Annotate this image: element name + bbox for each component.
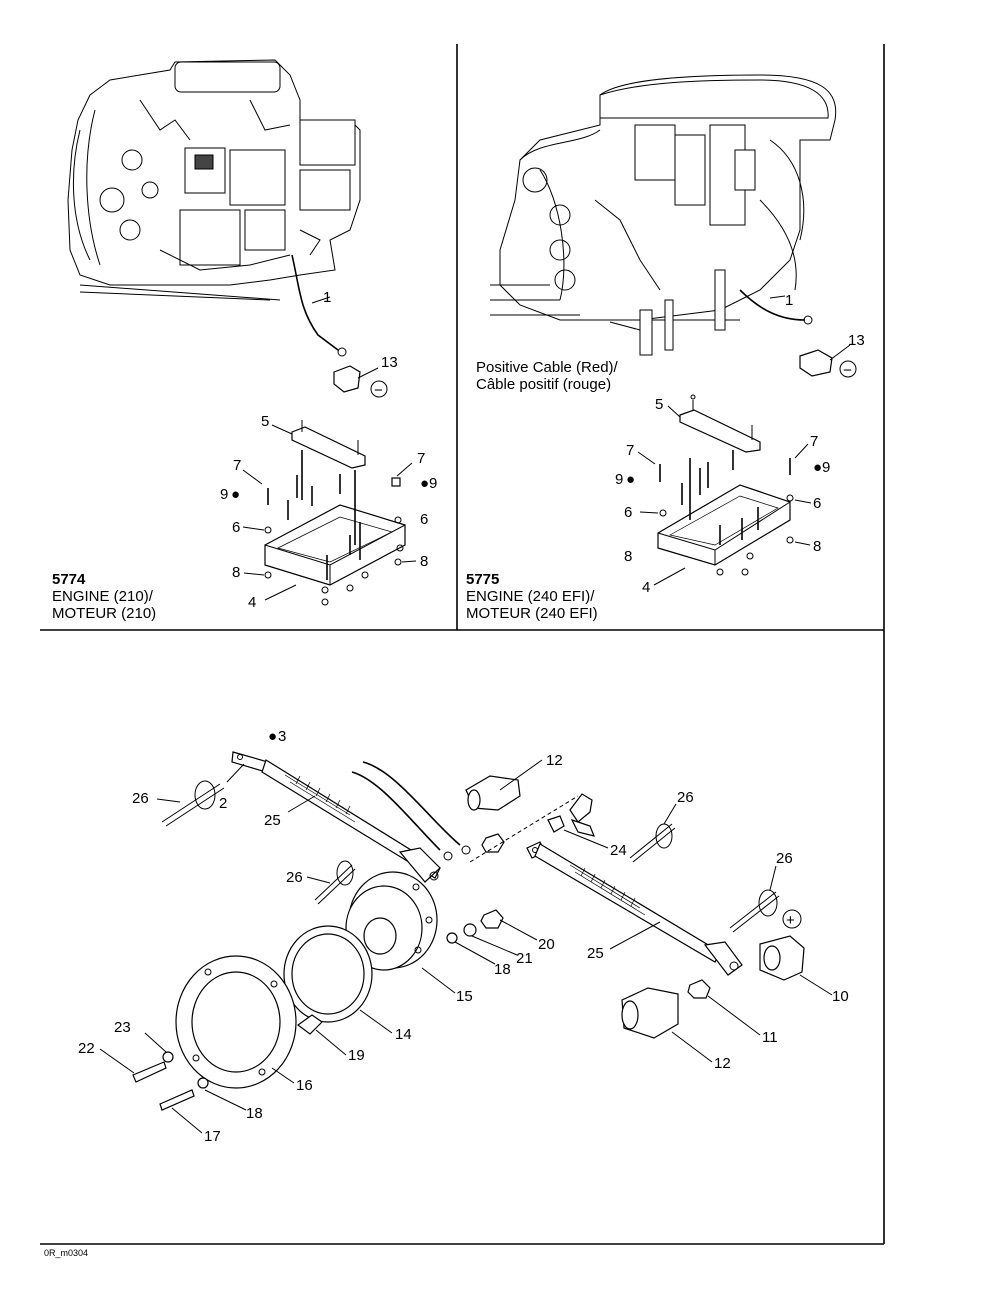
callout-9: 9	[429, 475, 437, 492]
positive-cable-label-fr: Câble positif (rouge)	[476, 376, 611, 393]
callout-25: 25	[587, 945, 604, 962]
callout-18: 18	[246, 1105, 263, 1122]
callout-4: 4	[642, 579, 650, 596]
callout-22: 22	[78, 1040, 95, 1057]
right-panel-labels: 1 13 − Positive Cable (Red)/ Câble posit…	[466, 292, 865, 622]
model-number-5775: 5775	[466, 571, 499, 588]
model-number-5774: 5774	[52, 571, 86, 588]
callout-6: 6	[232, 519, 240, 536]
sealant-drop-icon: ●	[231, 486, 240, 503]
callout-12: 12	[714, 1055, 731, 1072]
callout-7: 7	[810, 433, 818, 450]
sealant-drop-icon: ●	[626, 471, 635, 488]
battery-tray-210	[242, 420, 417, 606]
callout-26: 26	[286, 869, 303, 886]
callout-6: 6	[813, 495, 821, 512]
callout-9: 9	[822, 459, 830, 476]
sealant-drop-icon: ●	[813, 459, 822, 476]
footer-code: 0R_m0304	[44, 1248, 88, 1258]
negative-symbol: −	[374, 382, 383, 399]
callout-24: 24	[610, 842, 627, 859]
engine-240efi-illustration	[490, 74, 857, 378]
battery-tray-240efi	[637, 394, 812, 586]
callout-10: 10	[832, 988, 849, 1005]
callout-21: 21	[516, 950, 533, 967]
sealant-drop-icon: ●	[268, 728, 277, 745]
callout-2: 2	[219, 795, 227, 812]
frame	[40, 44, 885, 1245]
callout-8: 8	[813, 538, 821, 555]
callout-12: 12	[546, 752, 563, 769]
callout-15: 15	[456, 988, 473, 1005]
callout-1: 1	[785, 292, 793, 309]
callout-16: 16	[296, 1077, 313, 1094]
callout-9: 9	[220, 486, 228, 503]
callout-17: 17	[204, 1128, 221, 1145]
callout-23: 23	[114, 1019, 131, 1036]
callout-5: 5	[261, 413, 269, 430]
sealant-drop-icon: ●	[420, 475, 429, 492]
callout-18: 18	[494, 961, 511, 978]
callout-14: 14	[395, 1026, 412, 1043]
callout-9: 9	[615, 471, 623, 488]
positive-cable-label-en: Positive Cable (Red)/	[476, 359, 619, 376]
callout-4: 4	[248, 594, 256, 611]
engine-label-en: ENGINE (210)/	[52, 588, 154, 605]
callout-7: 7	[417, 450, 425, 467]
callout-6: 6	[420, 511, 428, 528]
callout-1: 1	[323, 289, 331, 306]
engine-label-en: ENGINE (240 EFI)/	[466, 588, 595, 605]
callout-26: 26	[132, 790, 149, 807]
engine-label-fr: MOTEUR (240 EFI)	[466, 605, 598, 622]
cable-assembly-illustration	[99, 751, 833, 1134]
callout-26: 26	[776, 850, 793, 867]
callout-7: 7	[626, 442, 634, 459]
callout-13: 13	[848, 332, 865, 349]
negative-symbol: −	[843, 362, 852, 379]
callout-7: 7	[233, 457, 241, 474]
engine-label-fr: MOTEUR (210)	[52, 605, 156, 622]
callout-19: 19	[348, 1047, 365, 1064]
callout-8: 8	[232, 564, 240, 581]
left-panel-labels: 1 13 − 5 7 9 ● 6 7 ● 9 6 8 8 4 5774 ENGI…	[52, 289, 437, 622]
callout-8: 8	[624, 548, 632, 565]
callout-20: 20	[538, 936, 555, 953]
callout-5: 5	[655, 396, 663, 413]
bottom-panel-labels: ● 3 12 26 2 25 26 24 26 26 + 20 21 18 25…	[78, 728, 849, 1145]
callout-11: 11	[762, 1029, 778, 1046]
callout-26: 26	[677, 789, 694, 806]
callout-8: 8	[420, 553, 428, 570]
engine-210-illustration	[67, 59, 388, 398]
callout-3: 3	[278, 728, 286, 745]
callout-25: 25	[264, 812, 281, 829]
positive-symbol: +	[786, 912, 795, 929]
callout-6: 6	[624, 504, 632, 521]
callout-13: 13	[381, 354, 398, 371]
